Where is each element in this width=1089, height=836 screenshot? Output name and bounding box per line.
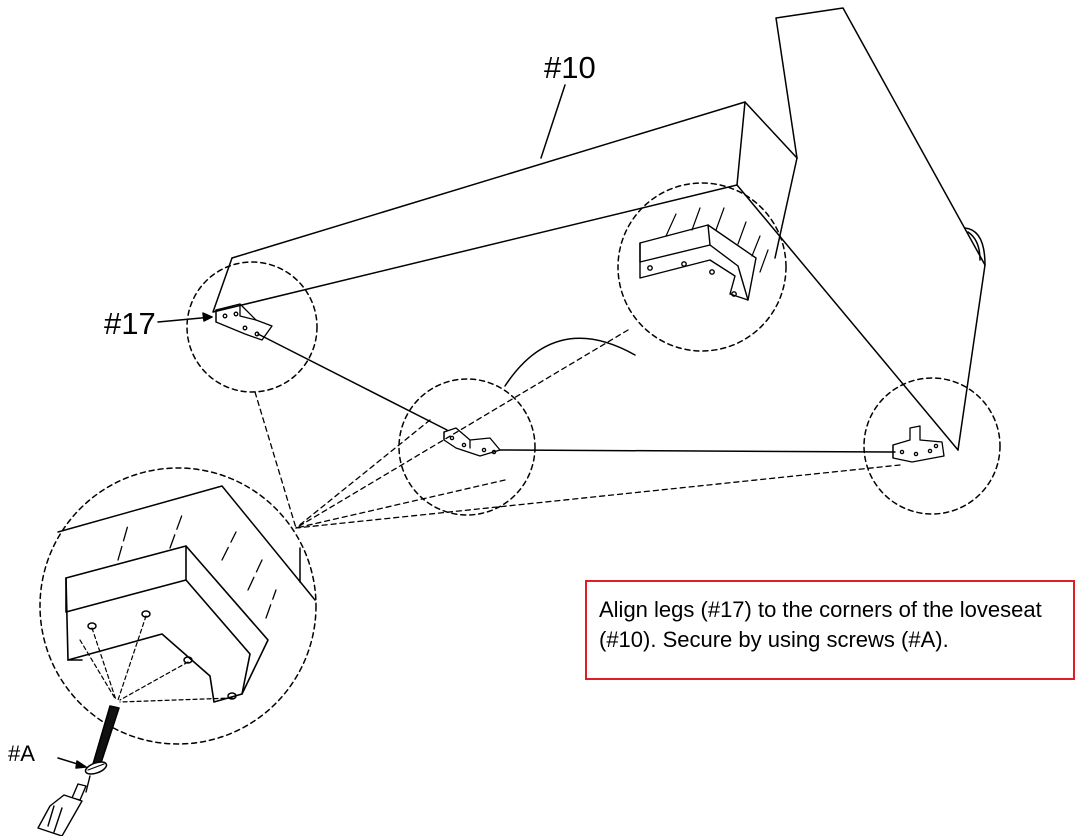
detail-circles	[39, 182, 1001, 745]
leg-label: #17	[104, 306, 156, 341]
screw-leader-arrow	[75, 760, 87, 769]
screwdriver-icon	[37, 775, 91, 836]
screw-icon	[84, 705, 120, 775]
leg-bracket-icon	[639, 207, 769, 301]
circle-right-corner	[863, 377, 1001, 515]
loveseat-outline	[212, 7, 986, 451]
circle-left-corner	[186, 261, 318, 393]
instruction-note: Align legs (#17) to the corners of the l…	[585, 580, 1075, 680]
loveseat-label: #10	[544, 50, 596, 85]
instruction-text: Align legs (#17) to the corners of the l…	[599, 597, 1042, 653]
leg-bracket-icon	[443, 427, 501, 457]
loveseat-leader	[540, 84, 566, 159]
zoom-rays	[254, 329, 901, 529]
circle-back-corner	[617, 182, 787, 352]
circle-middle	[398, 378, 536, 516]
leg-bracket-icon	[65, 545, 269, 703]
leg-bracket-icon	[215, 303, 273, 341]
leg-links	[257, 333, 896, 453]
circle-zoom-detail	[39, 467, 317, 745]
rotation-arc	[504, 337, 636, 387]
leg-bracket-icon	[892, 425, 945, 463]
screw-label: #A	[8, 741, 35, 766]
leg-leader-arrow	[202, 312, 213, 322]
zoom-detail	[57, 485, 316, 703]
